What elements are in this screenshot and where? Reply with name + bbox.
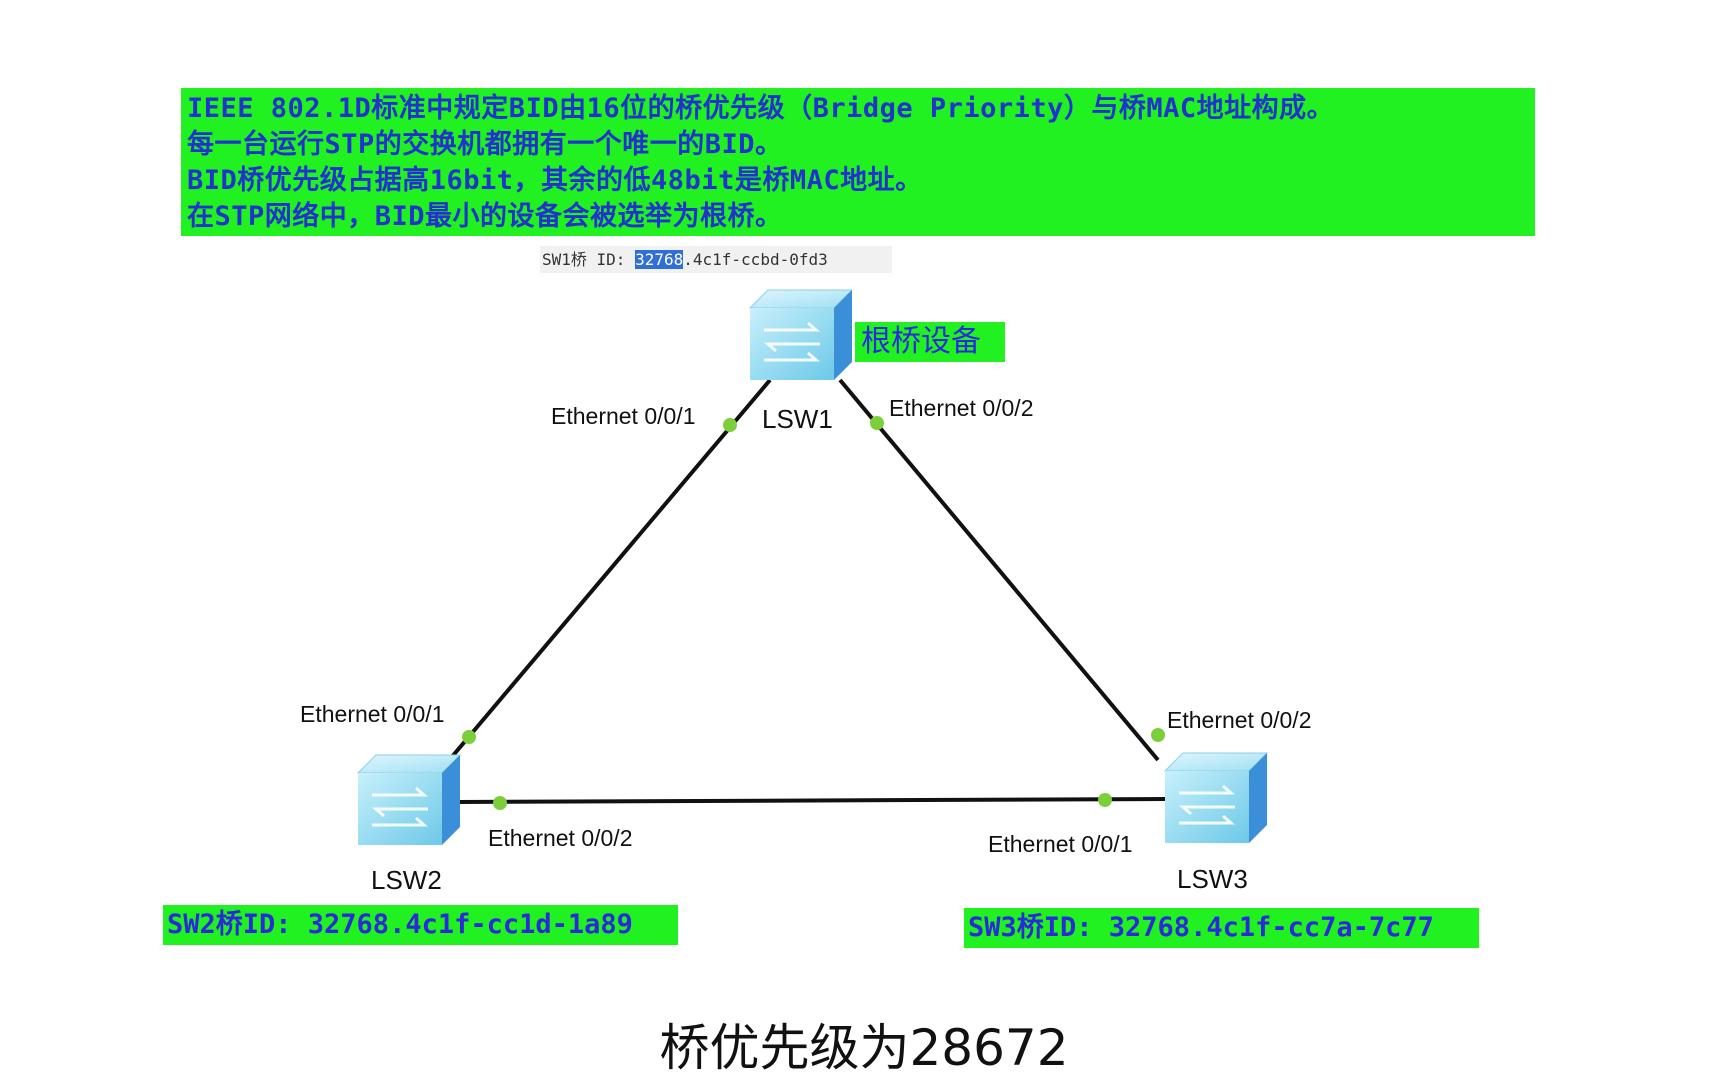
port-label-lsw3-e002: Ethernet 0/0/2 [1167, 707, 1312, 733]
subtitle-caption: 桥优先级为28672 [659, 1019, 1069, 1077]
sw2-bridge-id: SW2桥ID: 32768.4c1f-cc1d-1a89 [163, 905, 678, 945]
port-dot [1098, 793, 1112, 807]
port-label-lsw2-e002: Ethernet 0/0/2 [488, 825, 633, 851]
port-dot [723, 418, 737, 432]
sw1-id-prefix: SW1桥 ID: [542, 250, 636, 269]
root-bridge-tag: 根桥设备 [855, 322, 1005, 362]
port-dot [462, 730, 476, 744]
intro-text-box: IEEE 802.1D标准中规定BID由16位的桥优先级（Bridge Prio… [181, 88, 1535, 236]
link-lsw2-lsw3 [457, 797, 1166, 804]
sw1-priority-selected[interactable]: 32768 [635, 250, 684, 269]
link-lsw1-lsw2 [443, 378, 772, 767]
intro-line: IEEE 802.1D标准中规定BID由16位的桥优先级（Bridge Prio… [187, 93, 1335, 124]
device-label-lsw2: LSW2 [371, 865, 442, 895]
switch-lsw1-icon[interactable] [748, 289, 854, 380]
port-label-lsw2-e001: Ethernet 0/0/1 [300, 701, 445, 727]
switch-lsw2-icon[interactable] [356, 754, 462, 845]
port-label-lsw3-e001: Ethernet 0/0/1 [988, 831, 1133, 857]
sw1-id-mac: .4c1f-ccbd-0fd3 [683, 250, 828, 269]
port-dot [1151, 728, 1165, 742]
intro-line: BID桥优先级占据高16bit，其余的低48bit是桥MAC地址。 [187, 165, 923, 196]
intro-line: 在STP网络中，BID最小的设备会被选举为根桥。 [187, 201, 783, 232]
device-label-lsw3: LSW3 [1177, 864, 1248, 894]
device-label-lsw1: LSW1 [762, 404, 833, 434]
sw3-bridge-id: SW3桥ID: 32768.4c1f-cc7a-7c77 [964, 908, 1479, 948]
intro-line: 每一台运行STP的交换机都拥有一个唯一的BID。 [187, 129, 783, 160]
switch-lsw3-icon[interactable] [1163, 752, 1269, 843]
link-lsw1-lsw3 [838, 378, 1160, 762]
sw1-bridge-id: SW1桥 ID: 32768.4c1f-ccbd-0fd3 [540, 246, 892, 273]
port-label-lsw1-e001: Ethernet 0/0/1 [551, 403, 696, 429]
port-dot [870, 416, 884, 430]
port-dot [493, 796, 507, 810]
port-label-lsw1-e002: Ethernet 0/0/2 [889, 395, 1034, 421]
